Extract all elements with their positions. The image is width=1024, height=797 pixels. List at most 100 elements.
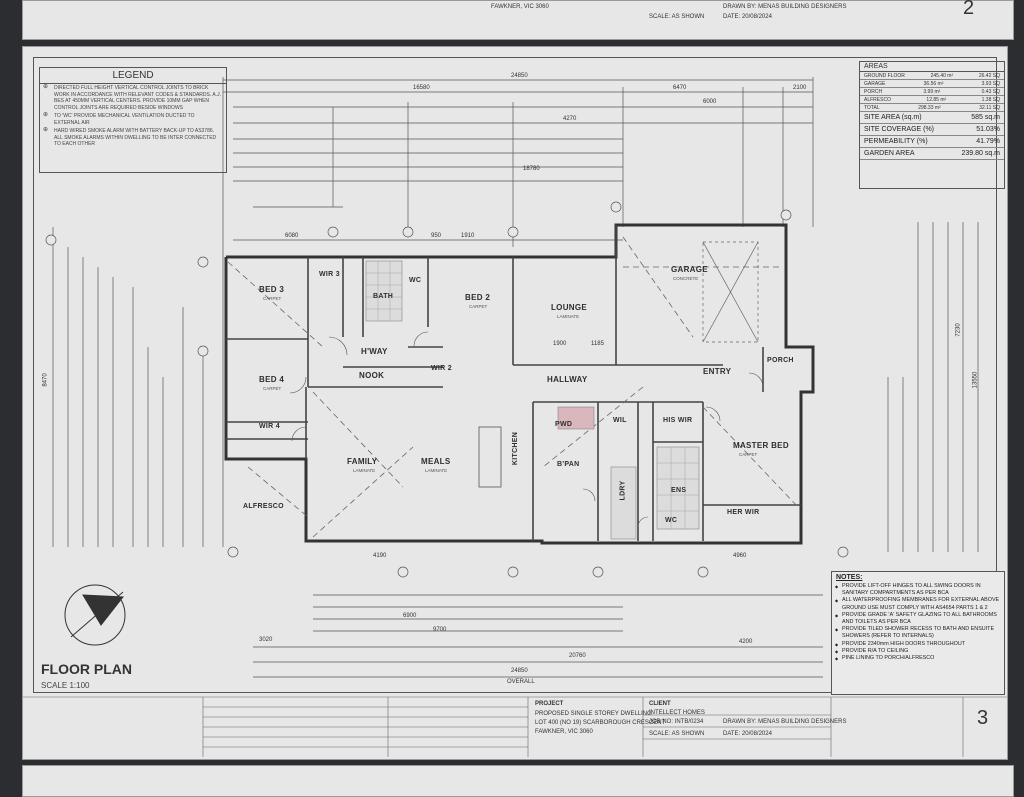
dim-lounge: 4270: [563, 116, 577, 122]
client-name: INTELLECT HOMES: [649, 710, 705, 716]
room-hallway: HALLWAY: [547, 375, 588, 384]
job-number: JOB NO: INTB/0234: [649, 719, 704, 725]
room-bed3-finish: CARPET: [263, 296, 282, 301]
notes-title: NOTES:: [836, 574, 863, 581]
room-porch: PORCH: [767, 357, 794, 364]
drawing-sheet: LEGEND DIRECTED FULL HEIGHT VERTICAL CON…: [22, 46, 1008, 760]
drawing-border: [33, 57, 997, 693]
room-butlers-pantry: B'PAN: [557, 461, 580, 468]
summary-value: 41.79%: [976, 138, 1000, 145]
dim-7230: 7230: [955, 323, 962, 337]
dimension-lines: [52, 79, 979, 678]
dim-overall-top: 24850: [511, 73, 528, 79]
site-area-row: SITE AREA (sq.m) 585 sq.m: [860, 112, 1004, 124]
dim-top-a: 16580: [413, 85, 430, 91]
room-kitchen: KITCHEN: [512, 431, 520, 466]
garage-door-marker: [702, 241, 759, 343]
summary-value: 51.03%: [976, 126, 1000, 133]
dim-9700: 9700: [433, 627, 447, 633]
prev-sheet-number: 2: [963, 0, 975, 19]
legend-item: DIRECTED FULL HEIGHT VERTICAL CONTROL JO…: [40, 84, 226, 112]
floor-plan-drawing: [23, 77, 1007, 757]
area-label: GROUND FLOOR: [864, 72, 905, 79]
dim-garage-width: 6000: [703, 99, 717, 105]
summary-value: 585 sq.m: [971, 114, 1000, 121]
area-value: 36.56 m²: [923, 80, 944, 87]
prev-sheet-date: DATE: 20/08/2024: [723, 14, 772, 20]
room-meals: MEALS: [421, 457, 451, 466]
room-entry: ENTRY: [703, 367, 732, 376]
room-wir4: WIR 4: [259, 423, 280, 430]
dim-6080: 6080: [285, 233, 299, 239]
summary-label: PERMEABILITY (%): [864, 138, 928, 145]
room-wir3: WIR 3: [319, 271, 340, 278]
dim-overall-label: OVERALL: [507, 679, 535, 685]
room-ensuite-wc: WC: [665, 517, 678, 524]
room-wil: WIL: [613, 417, 627, 424]
legend-item: TO 'WC' PROVIDE MECHANICAL VENTILATION D…: [40, 112, 226, 127]
area-value: 3.99 m²: [923, 88, 941, 95]
project-address: LOT 400 (NO 19) SCARBOROUGH CRESCENT: [535, 720, 666, 726]
area-label: TOTAL: [864, 104, 880, 111]
note-item: PROVIDE R/A TO CEILING: [832, 648, 1004, 655]
area-value: 12.85 m²: [926, 96, 947, 103]
area-row: TOTAL 298.33 m² 32.11 SQ: [860, 104, 1004, 112]
external-walls: [224, 223, 815, 545]
note-item: PINE LINING TO PORCH/ALFRESCO: [832, 655, 1004, 662]
area-squares: 0.43 SQ: [981, 88, 1000, 95]
room-master-bed: MASTER BED: [733, 441, 789, 450]
notes-panel: NOTES: PROVIDE LIFT-OFF HINGES TO ALL SW…: [831, 571, 1005, 695]
door-swings: [289, 331, 764, 528]
dim-top-c: 2100: [793, 85, 807, 91]
dim-950: 950: [431, 233, 442, 239]
dim-4960: 4960: [733, 553, 747, 559]
title-block-lines: [23, 696, 1007, 757]
sheet-number: 3: [977, 707, 989, 729]
area-value: 298.33 m²: [918, 104, 941, 111]
room-master-finish: CARPET: [739, 452, 758, 457]
north-arrow: [64, 584, 126, 646]
project-city: FAWKNER, VIC 3060: [535, 729, 593, 735]
dim-bottom-a: 20760: [569, 653, 586, 659]
area-value: 245.40 m²: [930, 72, 954, 79]
note-item: PROVIDE TILED SHOWER RECESS TO BATH AND …: [832, 626, 1004, 640]
dim-overall-bottom: 24850: [511, 668, 528, 674]
room-her-wir: HER WIR: [727, 509, 760, 516]
summary-label: GARDEN AREA: [864, 150, 915, 157]
note-item: PROVIDE LIFT-OFF HINGES TO ALL SWING DOO…: [832, 583, 1004, 597]
room-lounge-finish: LAMINATE: [557, 314, 580, 319]
tile-hatch: [365, 260, 700, 540]
legend-panel: LEGEND DIRECTED FULL HEIGHT VERTICAL CON…: [39, 67, 227, 173]
area-label: GARAGE: [864, 80, 886, 87]
areas-title: AREAS: [860, 62, 1004, 72]
project-label: PROJECT: [535, 701, 564, 707]
scale-text: SCALE: AS SHOWN: [649, 731, 705, 737]
dim-8470: 8470: [42, 373, 49, 387]
area-squares: 1.38 SQ: [981, 96, 1000, 103]
room-garage: GARAGE: [671, 265, 708, 274]
gridline-markers: [45, 201, 849, 578]
dim-top-b: 6470: [673, 85, 687, 91]
room-nook: NOOK: [359, 371, 385, 380]
room-meals-finish: LAMINATE: [425, 468, 448, 473]
drawn-by: DRAWN BY: MENAS BUILDING DESIGNERS: [723, 719, 847, 725]
internal-walls: [226, 225, 801, 541]
project-description: PROPOSED SINGLE STOREY DWELLING: [535, 711, 652, 717]
room-powder: PWD: [555, 421, 573, 428]
room-bed2: BED 2: [465, 293, 491, 302]
room-bed4-finish: CARPET: [263, 386, 282, 391]
plan-scale: SCALE 1:100: [41, 681, 90, 690]
area-squares: 32.11 SQ: [979, 104, 1000, 111]
summary-label: SITE AREA (sq.m): [864, 114, 922, 121]
room-family: FAMILY: [347, 457, 378, 466]
room-bed3: BED 3: [259, 285, 285, 294]
room-bed2-finish: CARPET: [469, 304, 488, 309]
dim-6900: 6900: [403, 613, 417, 619]
site-coverage-row: SITE COVERAGE (%)51.03%: [860, 124, 1004, 136]
room-his-wir: HIS WIR: [663, 417, 693, 424]
